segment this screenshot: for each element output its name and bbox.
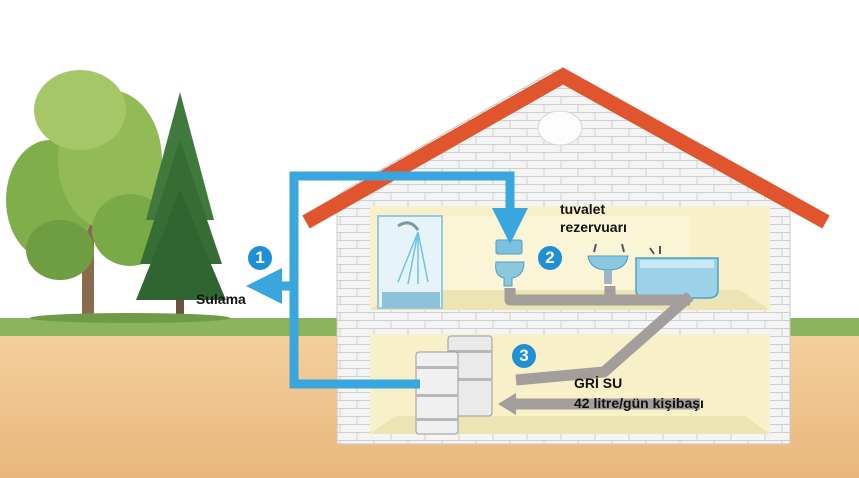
recycled-water-pipe [246, 171, 528, 389]
conifer-tree [136, 92, 226, 314]
grey-water-pipe [504, 286, 700, 410]
toilet-cistern-label-line1: tuvalet [560, 201, 606, 217]
step-2-badge: 2 [538, 246, 562, 270]
storage-tanks [415, 335, 493, 435]
bathtub [635, 246, 719, 299]
sink [587, 243, 629, 284]
toilet-cistern-label-line2: rezervuarı [560, 219, 627, 235]
grey-water-title: GRİ SU [574, 375, 623, 391]
lower-room-floor [370, 416, 770, 434]
tree-shadow [30, 313, 230, 323]
step-1-badge: 1 [248, 246, 272, 270]
deciduous-tree [6, 70, 168, 314]
attic-window [537, 110, 583, 146]
floor-slab [350, 310, 780, 334]
grey-water-arrow [498, 393, 516, 415]
grey-water-rate: 42 litre/gün kişibaşı [574, 395, 704, 411]
shower-cabin [377, 215, 443, 309]
irrigation-label: Sulama [196, 291, 246, 307]
step-3-badge: 3 [512, 344, 536, 368]
